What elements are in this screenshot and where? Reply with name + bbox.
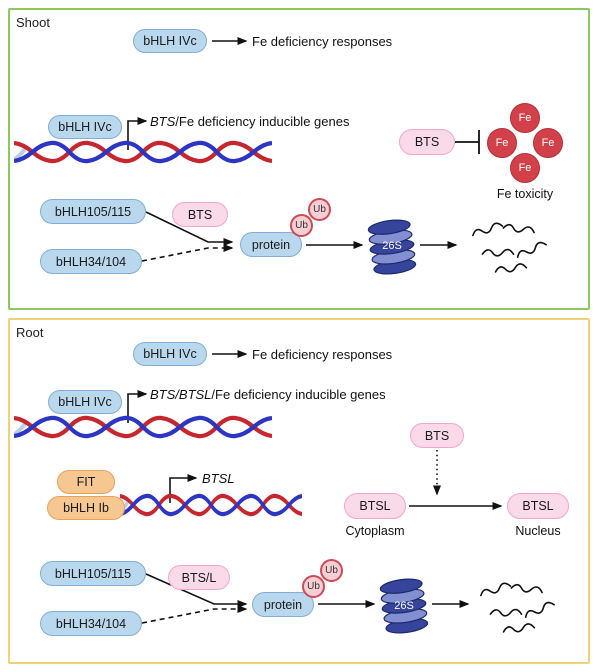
solid-arrow-bhlh105-protein (145, 211, 234, 246)
ub-circle-root-1: Ub (302, 575, 325, 598)
bhlh105-115-pill-root: bHLH105/115 (40, 561, 146, 586)
bhlh-ib-label: bHLH Ib (63, 501, 109, 515)
dashed-arrow-bhlh34-protein (141, 244, 234, 262)
fe-circle-right: Fe (533, 128, 563, 158)
bhlh-ivc-pill-shoot-2: bHLH IVc (48, 115, 122, 139)
protein-pill-root: protein (252, 592, 314, 617)
fe-circle-left: Fe (487, 128, 517, 158)
shoot-panel-title: Shoot (16, 15, 50, 30)
bts-pill-root-upper: BTS (410, 423, 464, 448)
bts-label: BTS (187, 207, 213, 222)
nucleus-label: Nucleus (515, 524, 561, 538)
fe-deficiency-responses-label-root: Fe deficiency responses (252, 347, 393, 362)
bhlh105-115-pill-shoot: bHLH105/115 (40, 199, 146, 224)
fit-pill: FIT (57, 470, 115, 494)
bhlh34-label: bHLH34/104 (55, 254, 127, 269)
btsl-pill-nucleus: BTSL (507, 493, 569, 519)
bts-pill-shoot-degradation: BTS (172, 202, 228, 227)
shoot-panel (8, 8, 590, 310)
btsl-label: BTSL (359, 499, 391, 513)
proteasome-26s-label-root: 26S (394, 600, 414, 612)
bts-l-label: BTS/L (181, 570, 217, 585)
root-panel (8, 318, 590, 664)
bts-btsl-inducible-genes-label: BTS/BTSL/Fe deficiency inducible genes (150, 387, 386, 402)
bhlh-ib-pill: bHLH Ib (47, 496, 125, 520)
bts-pill-shoot: BTS (399, 129, 455, 155)
transcription-arrow-btsbtsl (127, 390, 148, 423)
cytoplasm-label: Cytoplasm (345, 524, 405, 538)
degraded-peptides-shoot (470, 221, 548, 274)
ub-circle-shoot-1: Ub (290, 214, 313, 237)
bhlh34-label: bHLH34/104 (55, 616, 127, 631)
bts-btsl-gene-italic: BTS/BTSL (150, 387, 212, 402)
btsl-label: BTSL (522, 499, 554, 513)
protein-label: protein (251, 237, 291, 252)
bhlh34-104-pill-shoot: bHLH34/104 (40, 249, 142, 274)
btsl-pill-cytoplasm: BTSL (344, 493, 406, 519)
bhlh105-label: bHLH105/115 (54, 566, 132, 581)
bhlh105-label: bHLH105/115 (54, 204, 132, 219)
dna-helix-shoot (14, 143, 272, 161)
bhlh-ivc-label: bHLH IVc (143, 347, 197, 361)
inducible-genes-text: /Fe deficiency inducible genes (211, 387, 386, 402)
ub-circle-root-2: Ub (320, 559, 343, 582)
bhlh-ivc-label: bHLH IVc (58, 120, 112, 134)
degraded-peptides-root (478, 581, 556, 634)
fe-deficiency-responses-label-shoot: Fe deficiency responses (252, 34, 393, 49)
dna-helix-root-1 (14, 418, 272, 436)
dna-helix-root-2 (120, 496, 302, 514)
fe-circle-top: Fe (510, 103, 540, 133)
protein-label: protein (263, 597, 303, 612)
bhlh-ivc-label: bHLH IVc (143, 34, 197, 48)
protein-pill-shoot: protein (240, 232, 302, 257)
fit-label: FIT (76, 475, 96, 489)
bhlh-ivc-pill-shoot-1: bHLH IVc (133, 29, 207, 53)
bhlh-ivc-pill-root-1: bHLH IVc (133, 342, 207, 366)
root-panel-title: Root (16, 325, 44, 340)
solid-arrow-bhlh105-protein-root (145, 573, 248, 608)
fe-toxicity-label: Fe toxicity (496, 187, 554, 201)
btsl-gene-label: BTSL (202, 471, 235, 486)
ub-circle-shoot-2: Ub (308, 198, 331, 221)
bts-label: BTS (414, 135, 440, 149)
bhlh34-104-pill-root: bHLH34/104 (40, 611, 142, 636)
bhlh-ivc-pill-root-2: bHLH IVc (48, 390, 122, 414)
bhlh-ivc-label: bHLH IVc (58, 395, 112, 409)
bts-inducible-genes-label: BTS/Fe deficiency inducible genes (150, 114, 349, 129)
fe-circle-bottom: Fe (510, 153, 540, 183)
bts-l-pill-root: BTS/L (168, 565, 230, 590)
dashed-arrow-bhlh34-protein-root (141, 605, 248, 624)
shoot-connectors (127, 37, 480, 262)
proteasome-26s-label-shoot: 26S (382, 240, 402, 252)
inducible-genes-text: /Fe deficiency inducible genes (175, 114, 350, 129)
bts-gene-italic: BTS (150, 114, 176, 129)
transcription-arrow-bts (127, 117, 148, 150)
bts-label: BTS (424, 428, 450, 443)
